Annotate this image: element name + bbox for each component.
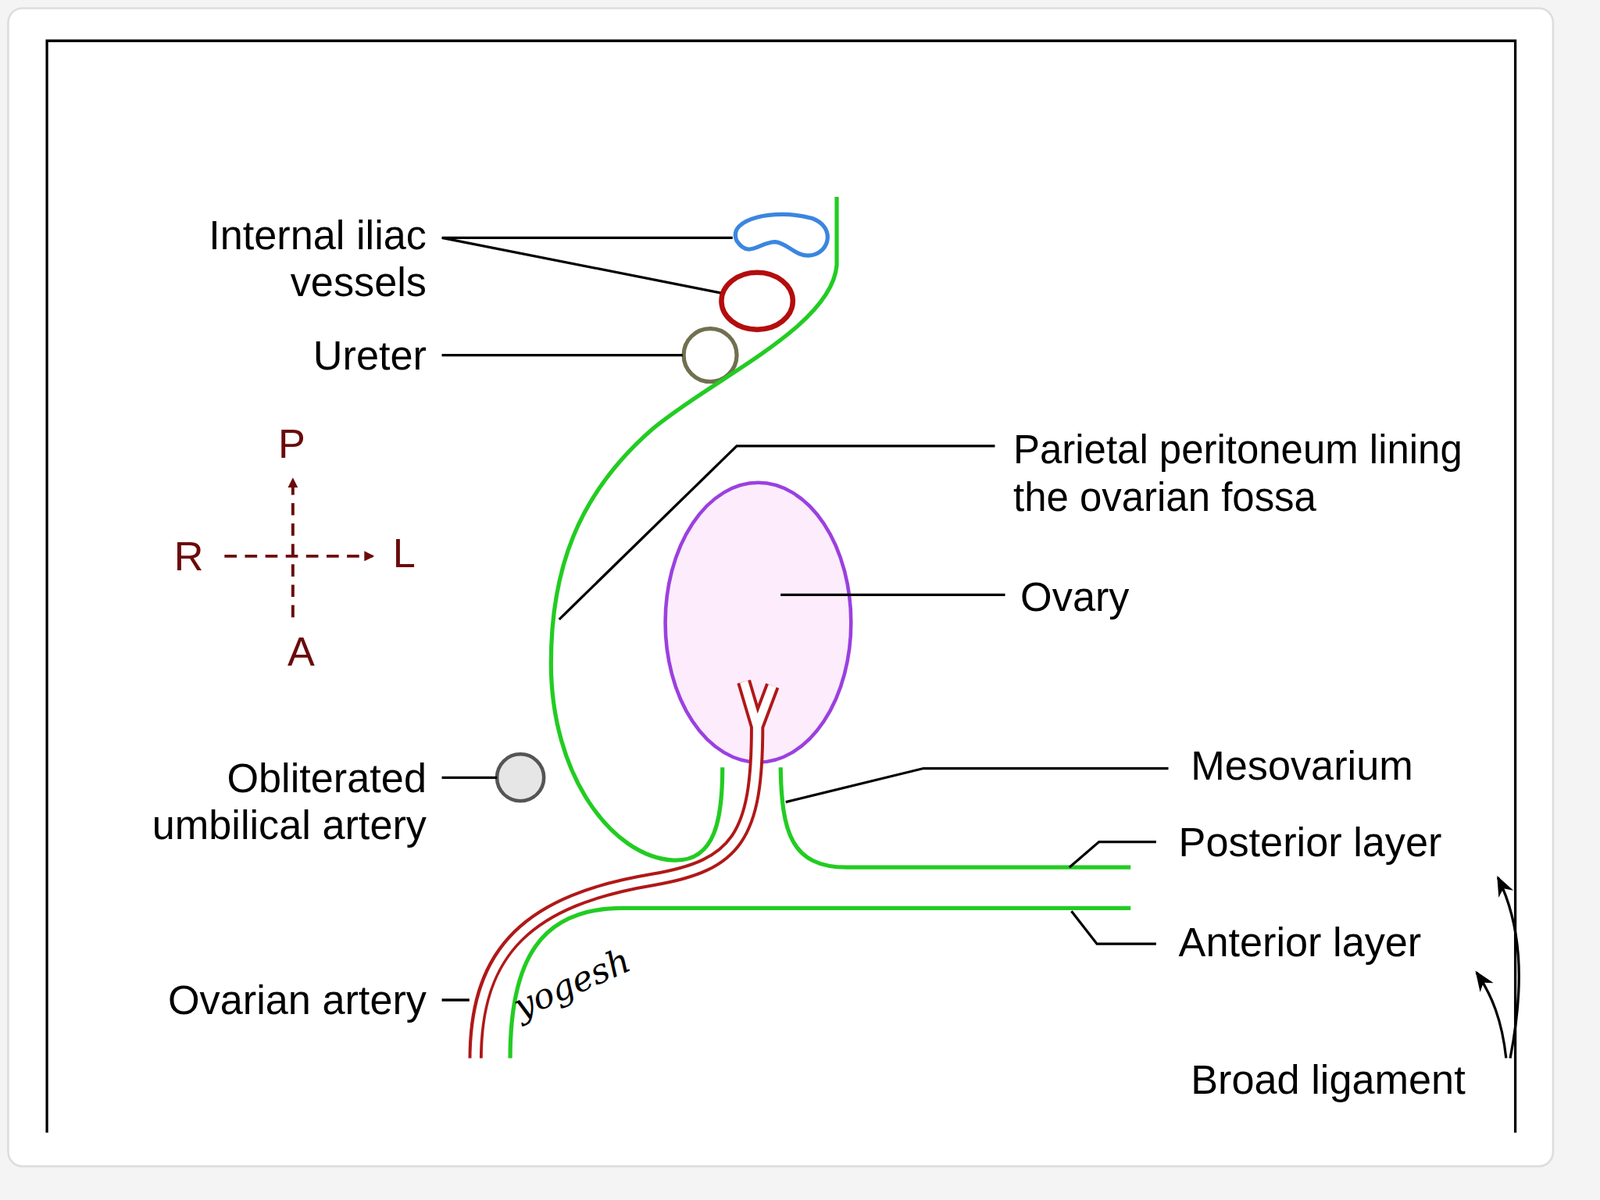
frame-lines (46, 40, 1516, 1133)
posterior-layer (780, 767, 1131, 868)
structure-label: Broad ligament (1190, 1056, 1528, 1104)
direction-letter: L (385, 529, 423, 577)
structure-label: Parietal peritoneum lining the ovarian f… (1013, 425, 1529, 522)
structure-label: Ovarian artery (89, 976, 427, 1024)
card-frame (7, 7, 1553, 1166)
umbilical-artery-circle (496, 753, 544, 801)
structure-label: Ureter (222, 331, 427, 379)
structure-label: Mesovarium (1190, 742, 1497, 790)
structure-label: Internal iliac vessels (128, 210, 427, 305)
orientation-compass (224, 479, 372, 618)
direction-letter: P (273, 420, 311, 468)
structure-label: Ovary (1020, 573, 1225, 621)
layer-label: Anterior layer (1178, 918, 1506, 966)
internal-iliac-artery (721, 272, 793, 330)
direction-letter: A (282, 627, 320, 675)
direction-letter: R (170, 532, 208, 580)
layer-label: Posterior layer (1178, 818, 1506, 866)
ovarian-artery (475, 681, 773, 1061)
leader-lines (442, 237, 1520, 1058)
structure-label: Obliterated umbilical artery (84, 753, 427, 848)
internal-iliac-vein (735, 214, 828, 256)
